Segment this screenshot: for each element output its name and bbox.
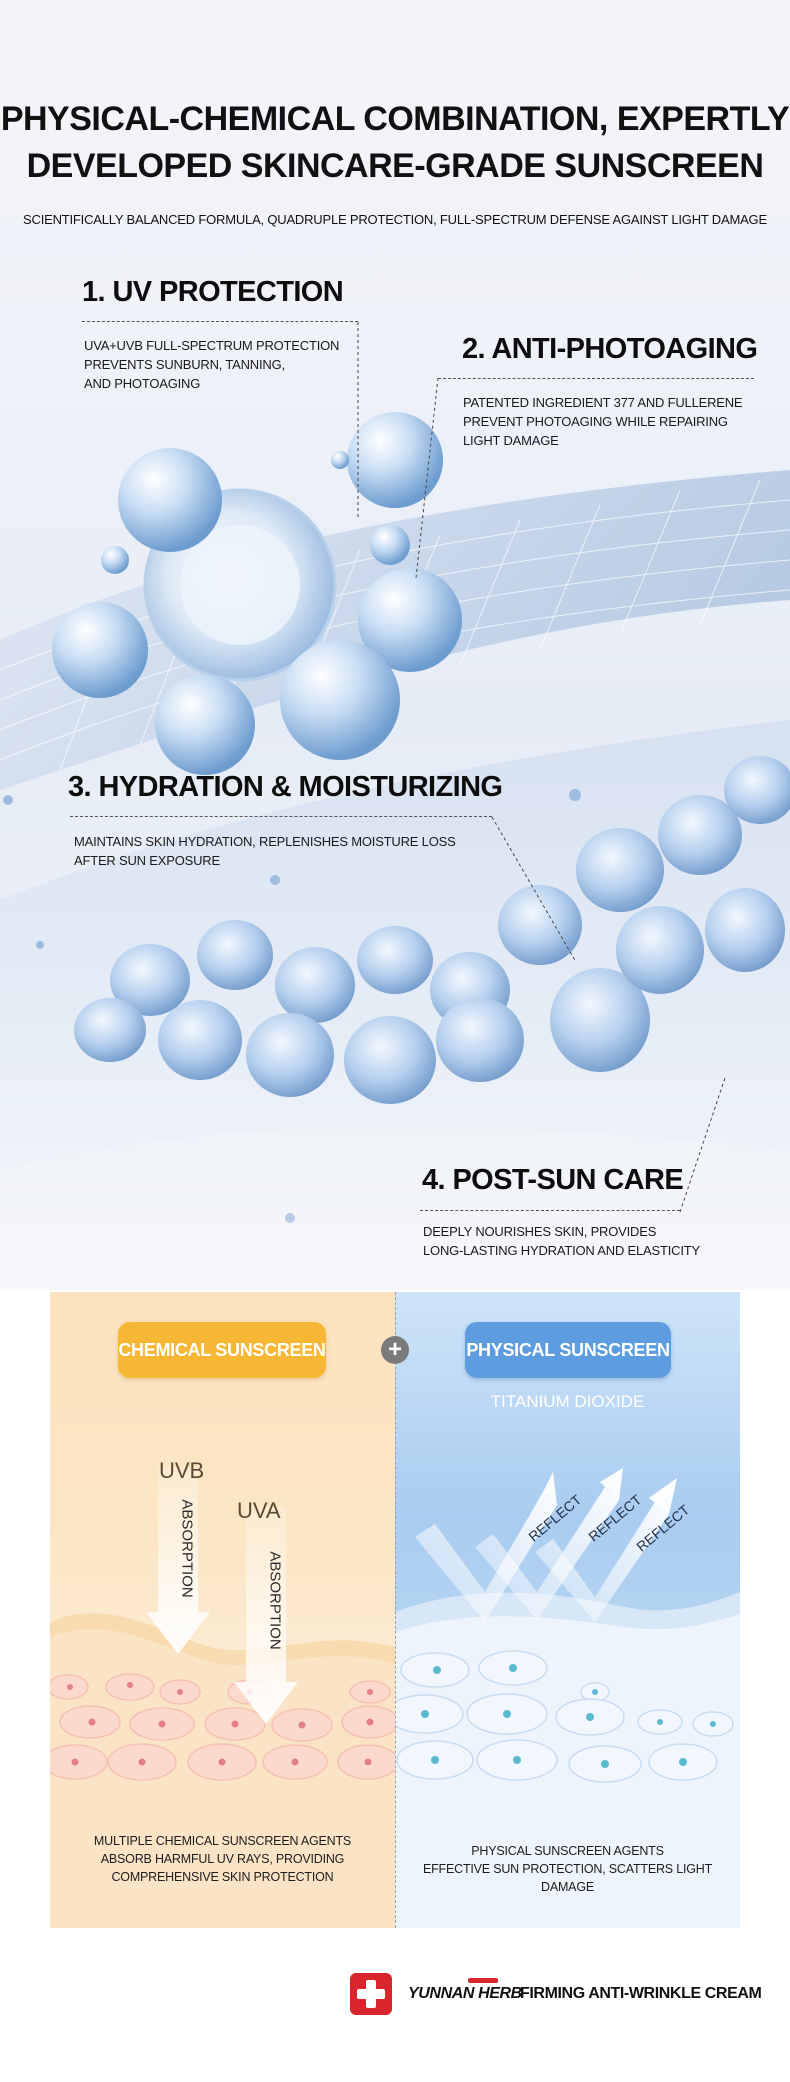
uva-label: UVA: [237, 1498, 281, 1523]
feature-post-sun-care-title: 4. POST-SUN CARE: [422, 1164, 684, 1196]
feature-uv-protection-text: UVA+UVB FULL-SPECTRUM PROTECTION PREVENT…: [84, 338, 340, 391]
physical-sunscreen-panel: PHYSICAL SUNSCREEN TITANIUM DIOXIDE REFL…: [395, 1292, 740, 1928]
feature-1-divider: [82, 321, 358, 322]
uvb-label: UVB: [159, 1458, 205, 1483]
chemical-illustration: [50, 1467, 395, 1928]
feature-hydration-text: MAINTAINS SKIN HYDRATION, REPLENISHES MO…: [74, 834, 456, 868]
page-title-line1: PHYSICAL-CHEMICAL COMBINATION, EXPERTLY: [0, 100, 790, 138]
titanium-dioxide-label: TITANIUM DIOXIDE: [490, 1392, 645, 1411]
brand-accent-mark: [468, 1978, 498, 1983]
uvb-absorption-label: ABSORPTION: [178, 1499, 196, 1598]
feature-uv-protection-title: 1. UV PROTECTION: [82, 276, 344, 308]
red-cross-icon: [350, 1973, 392, 2015]
feature-4-divider: [420, 1210, 680, 1211]
product-name: FIRMING ANTI-WRINKLE CREAM: [520, 1985, 762, 2002]
hero-section: PHYSICAL-CHEMICAL COMBINATION, EXPERTLY …: [0, 0, 790, 1290]
feature-hydration-title: 3. HYDRATION & MOISTURIZING: [68, 771, 503, 803]
page-subtitle: SCIENTIFICALLY BALANCED FORMULA, QUADRUP…: [23, 212, 767, 227]
physical-sunscreen-badge: PHYSICAL SUNSCREEN: [465, 1322, 671, 1378]
plus-icon: +: [381, 1336, 409, 1364]
page-title-line2: DEVELOPED SKINCARE-GRADE SUNSCREEN: [26, 147, 764, 185]
feature-anti-photoaging-title: 2. ANTI-PHOTOAGING: [462, 333, 758, 365]
chemical-sunscreen-badge: CHEMICAL SUNSCREEN: [118, 1322, 326, 1378]
chemical-sunscreen-panel: CHEMICAL SUNSCREEN UVB UVA ABSORPTION AB…: [50, 1292, 395, 1928]
feature-2-divider: [438, 378, 754, 379]
sunscreen-comparison: CHEMICAL SUNSCREEN UVB UVA ABSORPTION AB…: [50, 1292, 740, 1928]
physical-illustration: [395, 1468, 740, 1928]
feature-post-sun-care-text: DEEPLY NOURISHES SKIN, PROVIDES LONG-LAS…: [423, 1224, 700, 1258]
chemical-sunscreen-caption: MULTIPLE CHEMICAL SUNSCREEN AGENTS ABSOR…: [93, 1834, 352, 1884]
uva-absorption-label: ABSORPTION: [266, 1551, 284, 1650]
feature-3-divider: [70, 816, 492, 817]
brand-name: YUNNAN HERB: [408, 1985, 522, 2002]
physical-sunscreen-caption: PHYSICAL SUNSCREEN AGENTS EFFECTIVE SUN …: [422, 1844, 712, 1894]
feature-anti-photoaging-text: PATENTED INGREDIENT 377 AND FULLERENE PR…: [463, 395, 743, 448]
panel-divider: [395, 1292, 396, 1928]
hero-illustration: [0, 322, 790, 1223]
